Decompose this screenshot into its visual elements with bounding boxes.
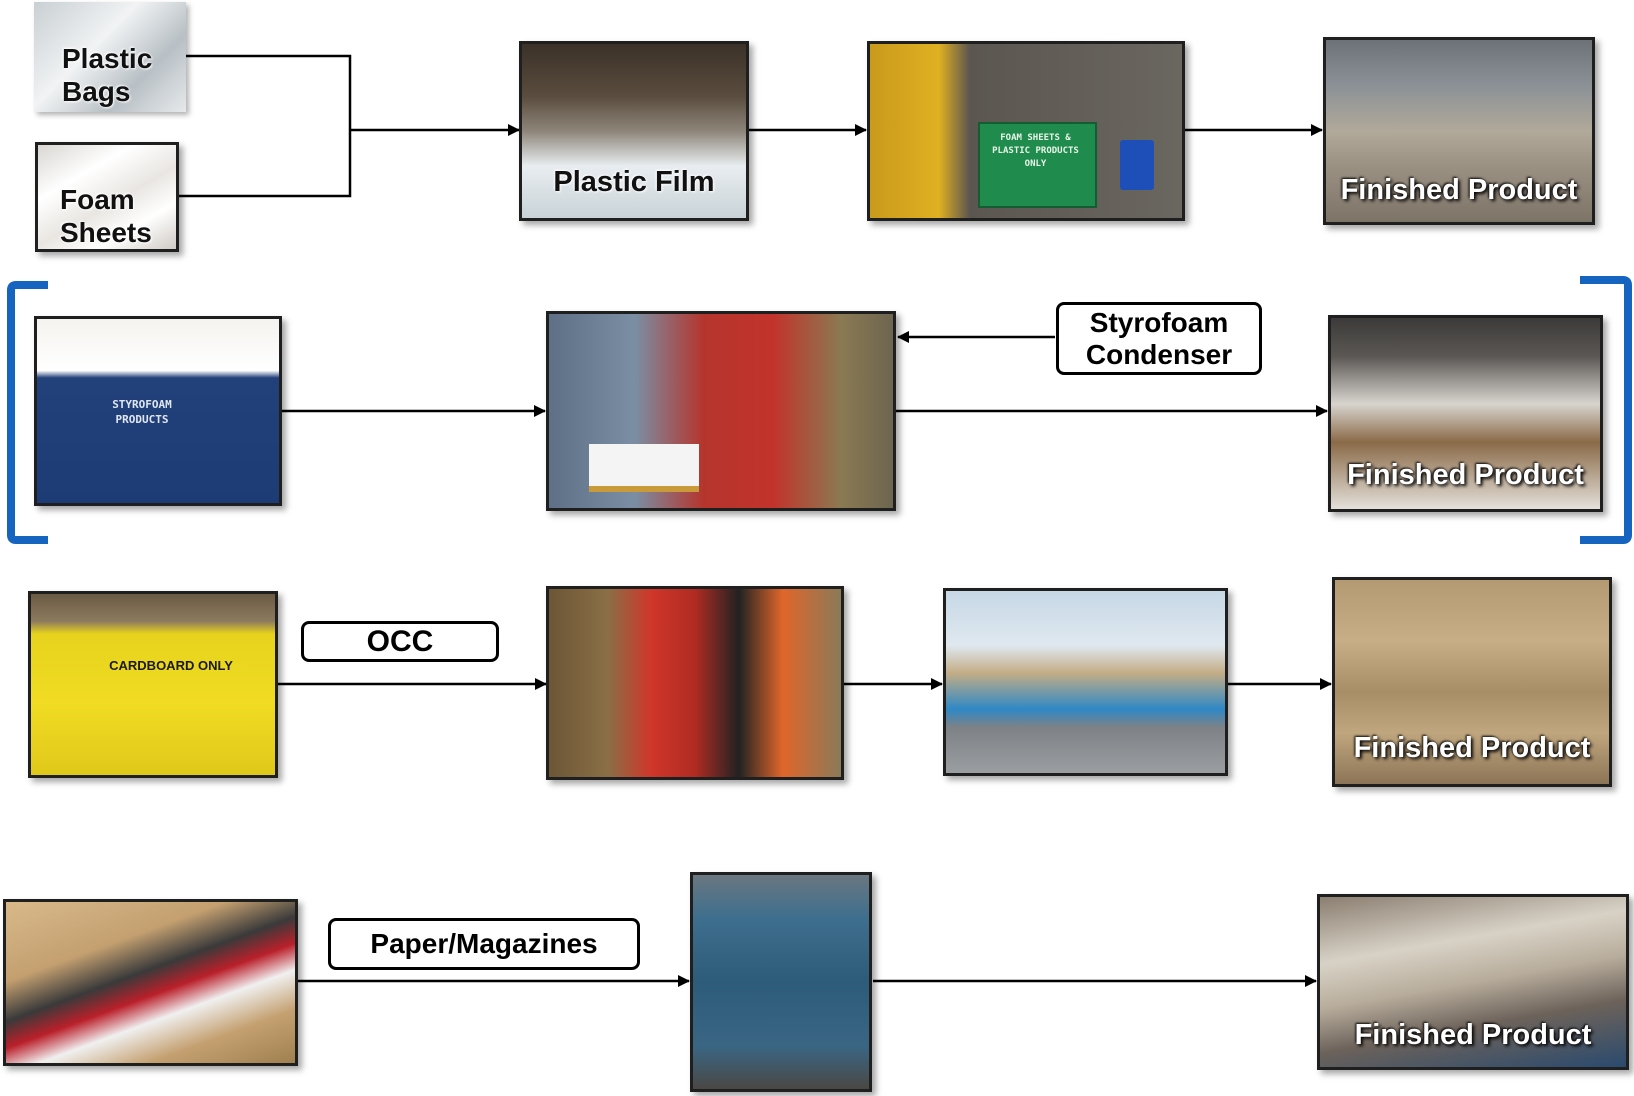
styrofoam-condenser-photo xyxy=(546,311,896,511)
plastic-bags-label: Plastic Bags xyxy=(62,43,153,107)
plastic-bags-photo: Plastic Bags xyxy=(34,2,186,112)
foam-sheets-bin xyxy=(978,122,1097,208)
left-bracket xyxy=(7,281,48,544)
occ-tag: OCC xyxy=(301,621,499,662)
recycle-bin xyxy=(1120,140,1154,190)
foam-sheets-photo: Foam Sheets xyxy=(35,142,179,252)
cardboard-bin-sign: CARDBOARD ONLY xyxy=(109,658,233,673)
finished-product-4-label: Finished Product xyxy=(1354,1019,1592,1051)
connector-plastic-bags xyxy=(185,54,352,130)
finished-product-3-label: Finished Product xyxy=(1353,732,1591,764)
finished-product-2-photo: Finished Product xyxy=(1328,315,1603,512)
styrofoam-condenser-tag: Styrofoam Condenser xyxy=(1056,302,1262,375)
connector-foam-sheets xyxy=(178,130,352,198)
foam-pallet xyxy=(589,444,699,492)
finished-product-3-photo: Finished Product xyxy=(1332,577,1612,787)
paper-magazines-tag: Paper/Magazines xyxy=(328,918,640,970)
finished-product-2-label: Finished Product xyxy=(1347,459,1584,491)
paper-magazines-box-photo xyxy=(3,899,298,1066)
baler-foam-photo: FOAM SHEETS & PLASTIC PRODUCTS ONLY xyxy=(867,41,1185,221)
styrofoam-bin-photo: STYROFOAM PRODUCTS xyxy=(34,316,282,506)
finished-product-4-photo: Finished Product xyxy=(1317,894,1629,1070)
foam-sheets-label: Foam Sheets xyxy=(60,184,152,248)
finished-product-1-photo: Finished Product xyxy=(1323,37,1595,225)
plastic-film-photo: Plastic Film xyxy=(519,41,749,221)
bale-stack-photo xyxy=(943,588,1228,776)
styrofoam-bin-sign: STYROFOAM PRODUCTS xyxy=(112,398,172,426)
finished-product-1-label: Finished Product xyxy=(1340,174,1578,206)
paper-baler-photo xyxy=(690,872,872,1092)
tow-tractor-photo xyxy=(546,586,844,780)
right-bracket xyxy=(1580,276,1632,544)
cardboard-bin-photo: CARDBOARD ONLY xyxy=(28,591,278,778)
plastic-film-label: Plastic Film xyxy=(553,166,715,198)
bin-sign: FOAM SHEETS & PLASTIC PRODUCTS ONLY xyxy=(992,133,1079,169)
